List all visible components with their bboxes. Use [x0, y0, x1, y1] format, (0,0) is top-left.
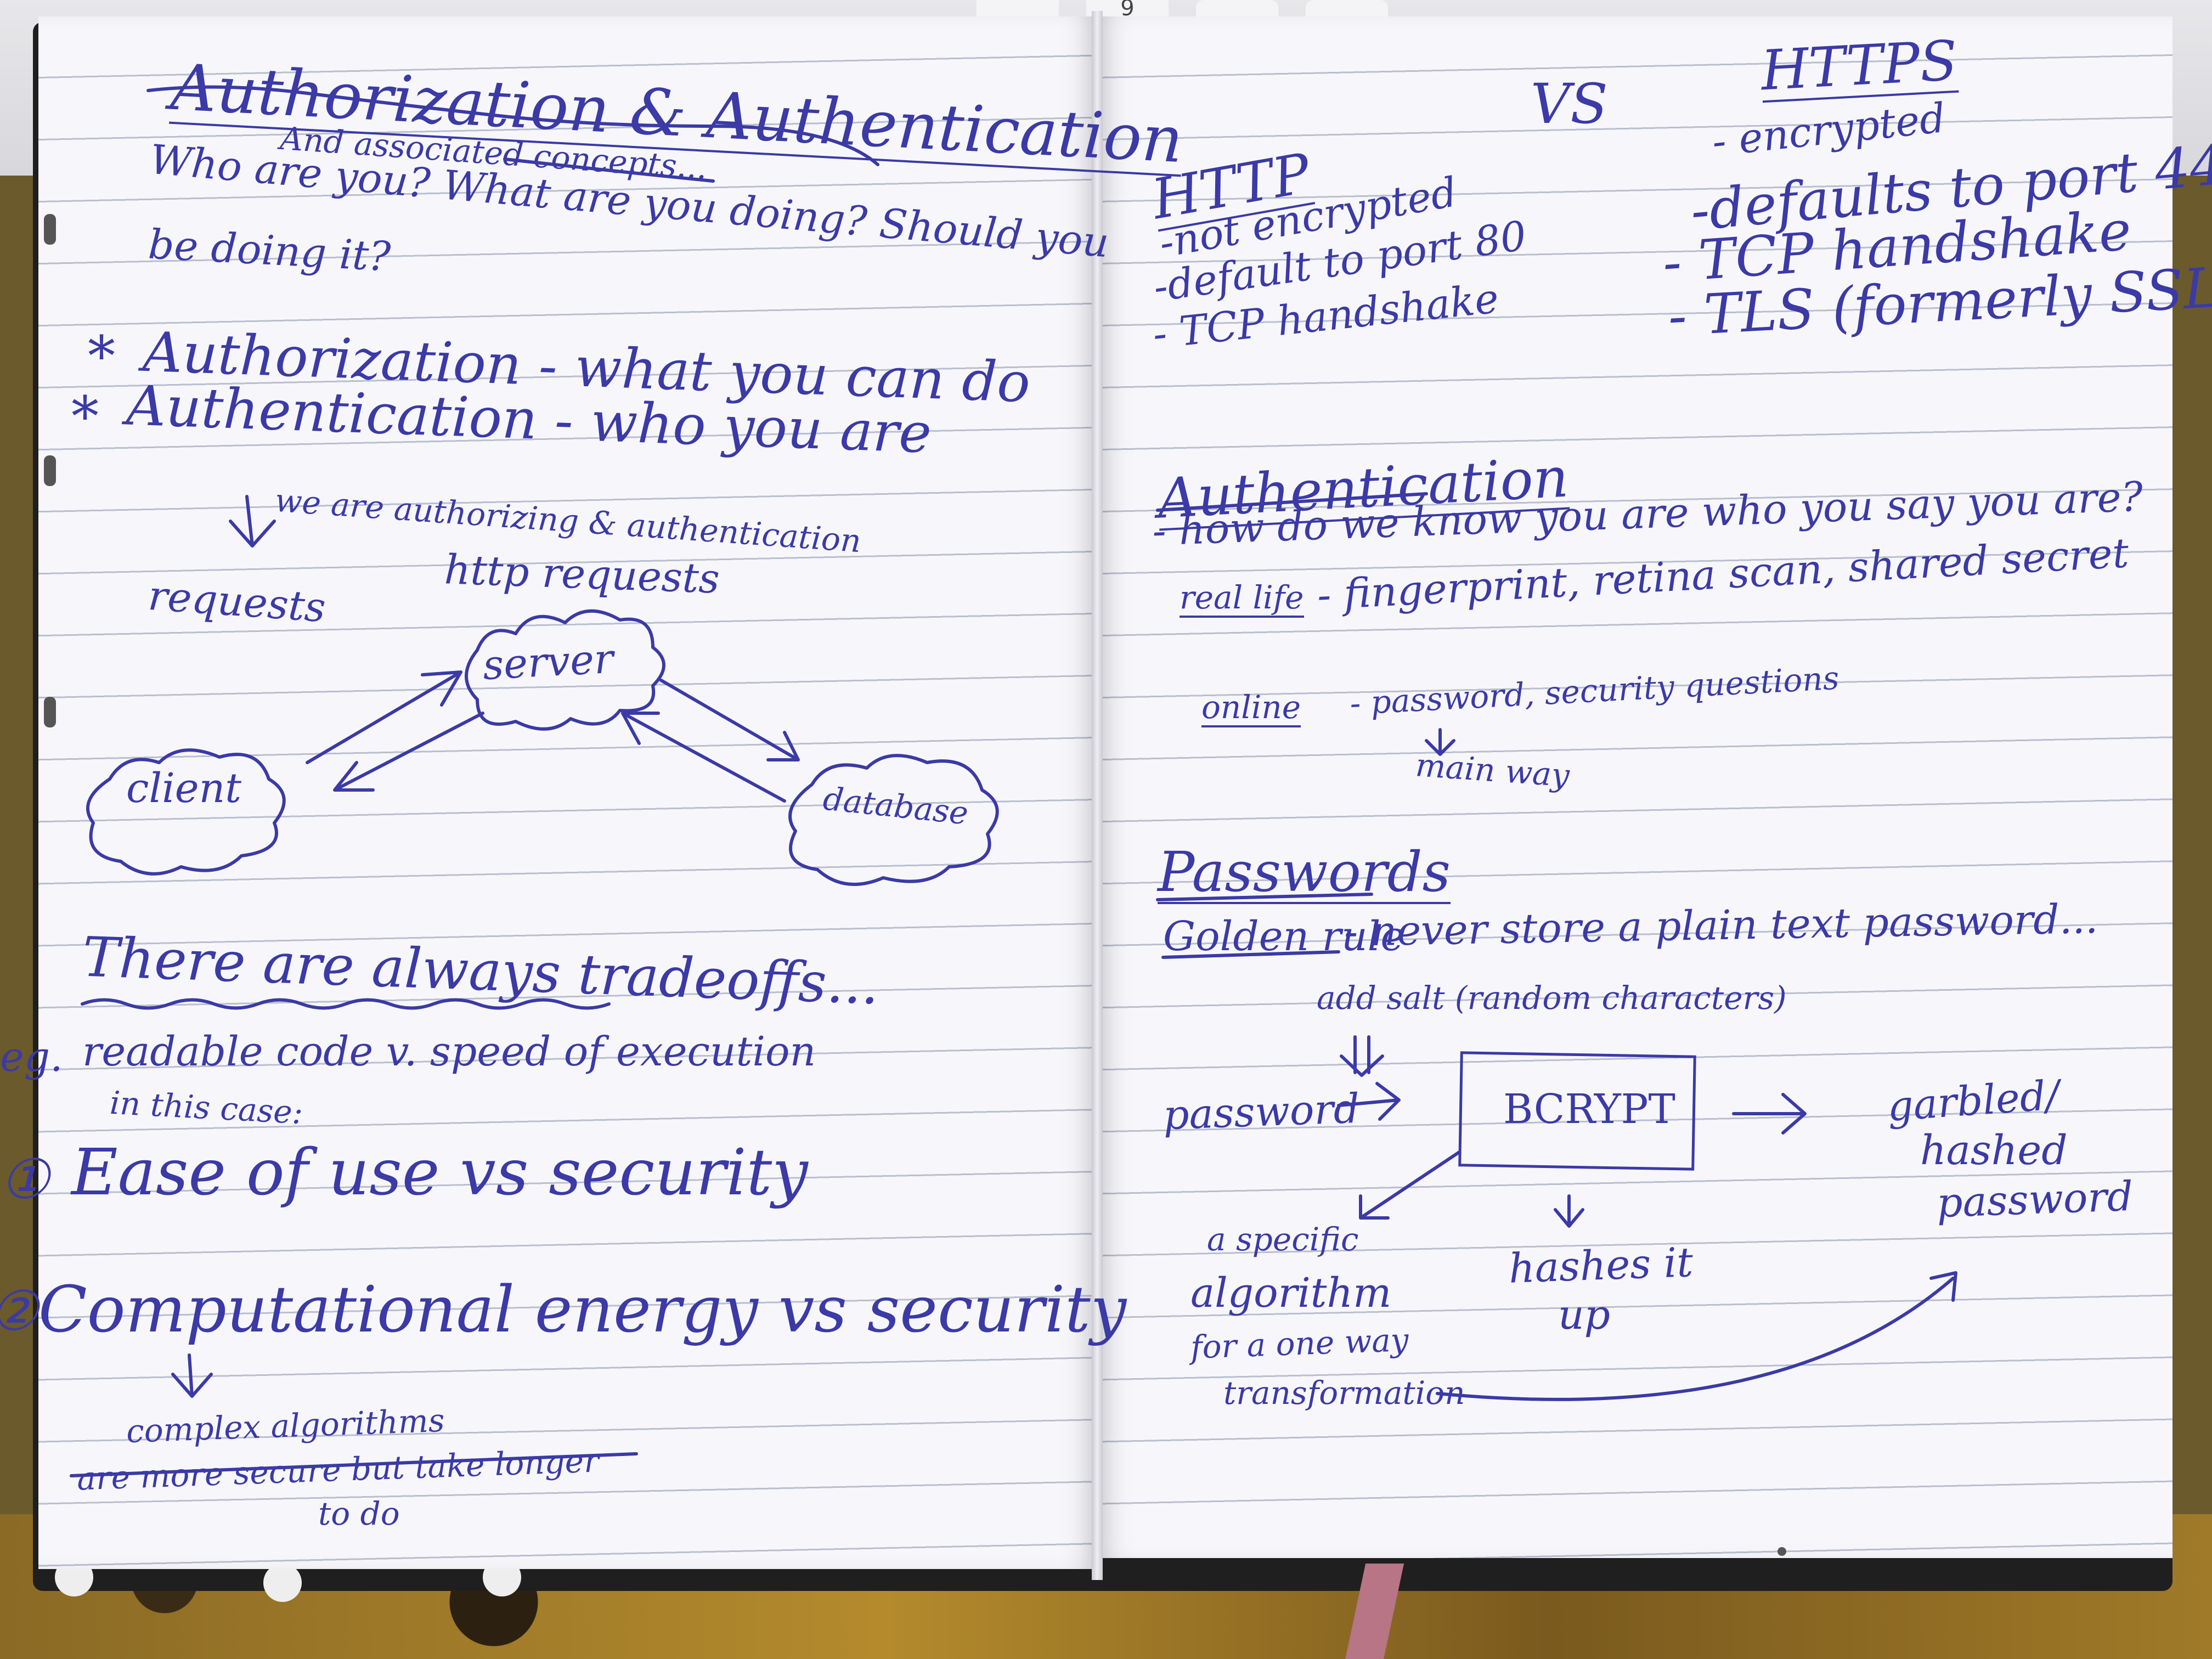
specific-line-2: algorithm: [1190, 1269, 1392, 1317]
hashes-line-2: up: [1558, 1291, 1611, 1339]
online-label: online: [1201, 691, 1301, 727]
bcrypt-label: BCRYPT: [1503, 1086, 1675, 1133]
garbled-line-2: hashed: [1920, 1127, 2068, 1174]
passwords-heading: Passwords: [1158, 840, 1451, 904]
password-to-bcrypt-arrow: [1337, 1082, 1401, 1121]
strike-line: [70, 1452, 638, 1477]
item-2-number: ②: [0, 1284, 38, 1339]
eg-example: readable code v. speed of execution: [82, 1028, 816, 1075]
stitch-hole: [1778, 1547, 1786, 1556]
client-cloud-icon: [86, 748, 286, 876]
item-1-ease-vs-security: Ease of use vs security: [71, 1136, 808, 1210]
cover-dot: [263, 1564, 302, 1602]
asterisk-bullet: *: [71, 385, 99, 449]
down-arrow-icon: [229, 495, 276, 548]
title-underline: [146, 85, 879, 166]
tradeoffs-underline: [81, 998, 611, 1010]
subtitle-underline: [503, 157, 715, 183]
notebook-spine: [1092, 11, 1103, 1580]
down-arrow-icon: [1425, 728, 1455, 756]
passwords-underline: [1156, 893, 1373, 901]
item-1-number: ①: [0, 1147, 49, 1211]
bcrypt-to-hashes-arrow: [1554, 1194, 1584, 1228]
vs-label: VS: [1531, 72, 1608, 136]
server-to-client-arrow: [333, 712, 484, 792]
right-notebook-page: [1097, 16, 2172, 1558]
specific-line-4: transformation: [1223, 1374, 1465, 1412]
binder-hole: [44, 697, 56, 727]
server-cloud-icon: [465, 609, 665, 731]
database-cloud-icon: [788, 754, 999, 886]
double-down-arrow-icon: [1340, 1035, 1384, 1077]
asterisk-bullet: *: [88, 324, 115, 388]
left-notebook-page: [38, 16, 1097, 1569]
client-to-server-arrow: [306, 670, 462, 764]
golden-rule-label: Golden rule: [1163, 913, 1405, 960]
binder-hole: [44, 214, 56, 245]
down-arrow-icon: [171, 1353, 213, 1398]
transformation-to-hashed-arrow: [1436, 1271, 1957, 1401]
complex-algorithms-line-3: to do: [318, 1495, 400, 1532]
eg-label: eg.: [0, 1034, 63, 1081]
server-to-database-arrow: [659, 679, 800, 761]
binder-hole: [44, 455, 56, 486]
real-life-label: real life: [1180, 582, 1304, 618]
database-to-server-arrow: [621, 712, 786, 803]
add-salt-note: add salt (random characters): [1317, 979, 1787, 1017]
auth-heading-underline: [1156, 492, 1428, 512]
bcrypt-to-algorithm-arrow: [1359, 1150, 1461, 1220]
specific-line-1: a specific: [1207, 1221, 1359, 1258]
client-cloud-label: client: [126, 765, 241, 812]
bcrypt-to-hashed-arrow: [1732, 1093, 1807, 1135]
golden-rule-underline: [1161, 950, 1340, 959]
item-2-energy-vs-security: Computational energy vs security: [38, 1273, 1127, 1347]
